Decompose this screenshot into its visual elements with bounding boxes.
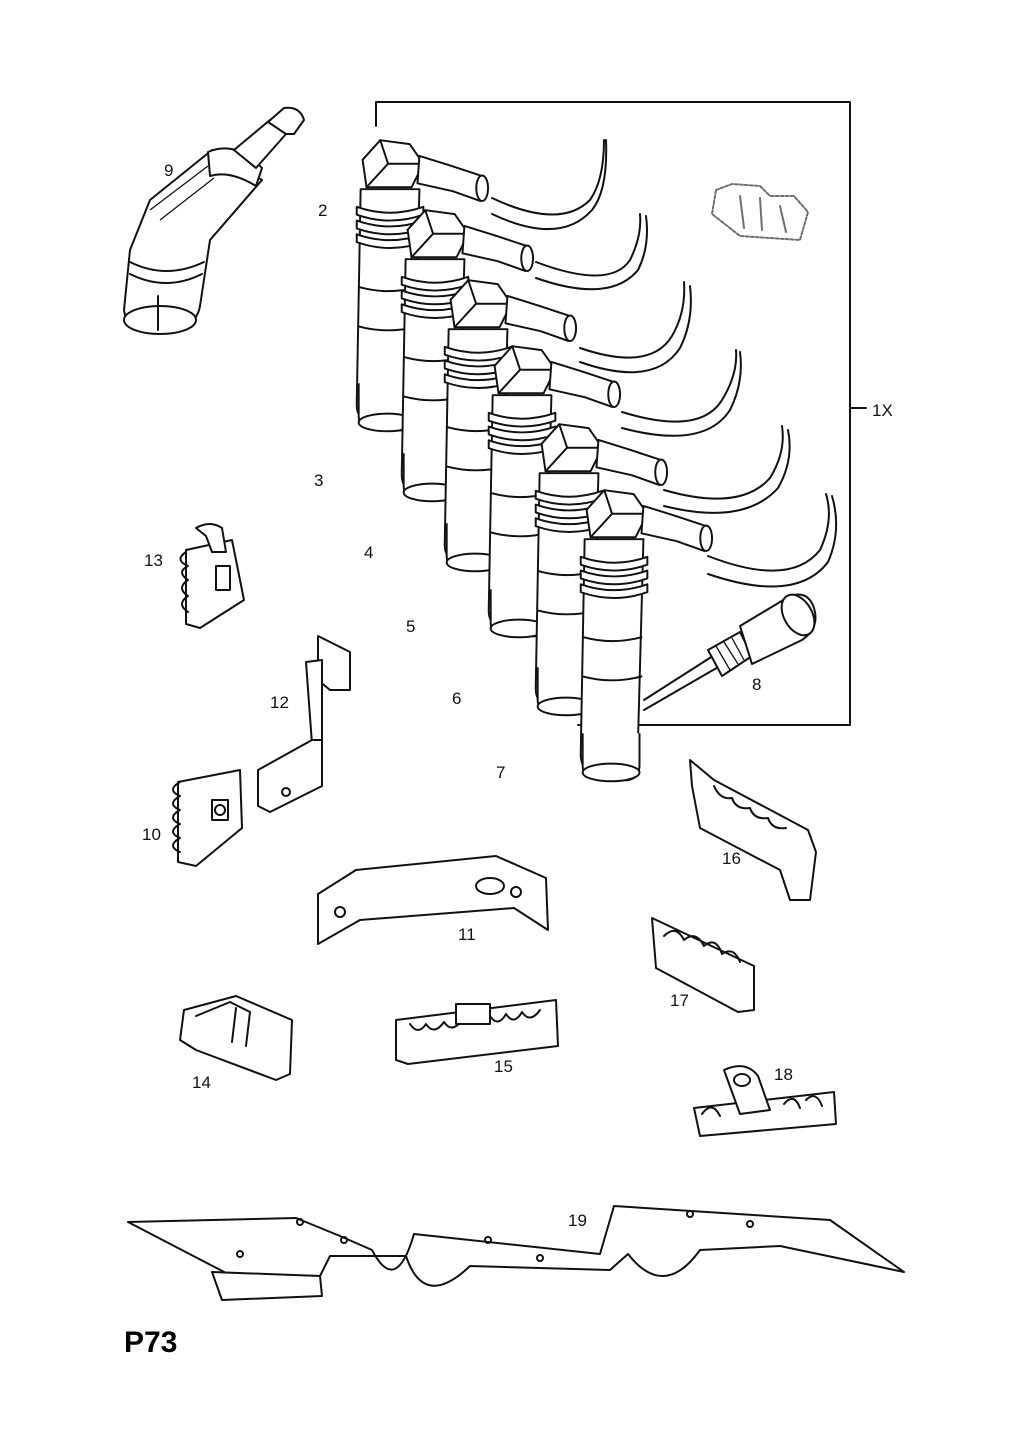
- page-code: P73: [124, 1326, 177, 1359]
- part-label-8: 8: [752, 675, 761, 694]
- terminal-clip-part: [711, 183, 809, 241]
- part-label-6: 6: [452, 689, 461, 708]
- set-bracket: [375, 101, 867, 726]
- part-label-9: 9: [164, 161, 173, 180]
- part-label-18: 18: [774, 1065, 793, 1084]
- cable-holder-10: [172, 769, 243, 867]
- part-label-15: 15: [494, 1057, 513, 1076]
- bracket-12: [257, 635, 351, 813]
- part-label-11: 11: [458, 925, 476, 944]
- part-label-12: 12: [270, 693, 289, 712]
- cable-holder-17: [651, 917, 755, 1013]
- part-label-3: 3: [314, 471, 323, 490]
- part-label-2: 2: [318, 201, 327, 220]
- angled-plug-connector: [123, 106, 305, 335]
- cable-holder-18: [693, 1065, 837, 1137]
- cable-holder-16: [689, 759, 817, 901]
- part-label-13: 13: [144, 551, 163, 570]
- part-label-14: 14: [192, 1073, 211, 1092]
- bracket-11: [317, 855, 549, 945]
- part-label-16: 16: [722, 849, 741, 868]
- ignition-cables: [491, 139, 838, 588]
- cable-holder-13: [179, 523, 245, 629]
- part-label-7: 7: [496, 763, 505, 782]
- cable-holder-15: [395, 999, 559, 1065]
- part-label-10: 10: [142, 825, 161, 844]
- part-label-17: 17: [670, 991, 689, 1010]
- part-label-5: 5: [406, 617, 415, 636]
- coil-lead: [643, 593, 817, 711]
- part-label-set-1x: 1X: [872, 401, 893, 420]
- cover-plate-19: [127, 1205, 905, 1301]
- part-label-4: 4: [364, 543, 373, 562]
- clip-14: [179, 995, 293, 1081]
- part-label-19: 19: [568, 1211, 587, 1230]
- spark-plug-lead-7: [579, 489, 714, 783]
